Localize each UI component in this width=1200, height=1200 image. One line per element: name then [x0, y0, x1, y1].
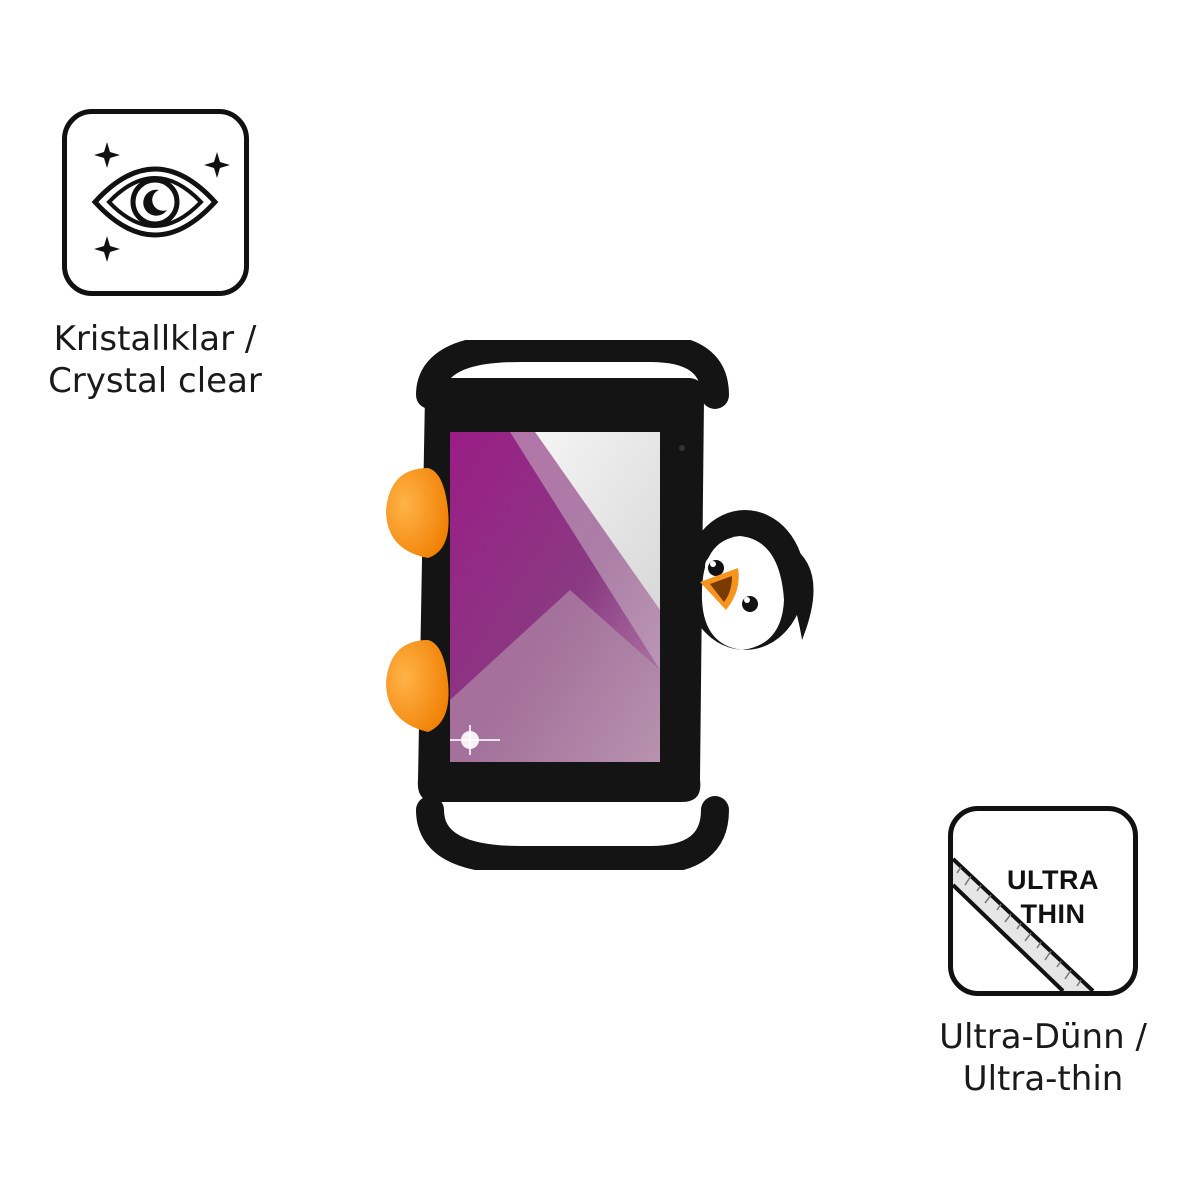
ultra-thin-caption: Ultra-Dünn / Ultra-thin: [908, 1016, 1178, 1100]
eye-sparkle-icon: [91, 142, 230, 262]
ultra-thin-caption-line1: Ultra-Dünn /: [939, 1017, 1147, 1057]
crystal-clear-caption: Kristallklar / Crystal clear: [20, 318, 290, 402]
ultra-thin-badge-line1: ULTRA: [1007, 865, 1099, 895]
ultra-thin-badge-line2: THIN: [1020, 899, 1086, 929]
crystal-clear-badge: [62, 109, 249, 296]
ultra-thin-ruler-icon: [953, 857, 1095, 991]
ultra-thin-badge: ULTRA THIN: [948, 806, 1138, 996]
crystal-clear-caption-line2: Crystal clear: [48, 361, 262, 401]
penguin-tablet-case-illustration: [386, 334, 814, 874]
penguin-tablet-case-image: [370, 334, 840, 874]
ultra-thin-caption-line2: Ultra-thin: [962, 1059, 1124, 1099]
ultra-thin-badge-text: ULTRA THIN: [993, 863, 1113, 931]
crystal-clear-caption-line1: Kristallklar /: [53, 319, 257, 359]
